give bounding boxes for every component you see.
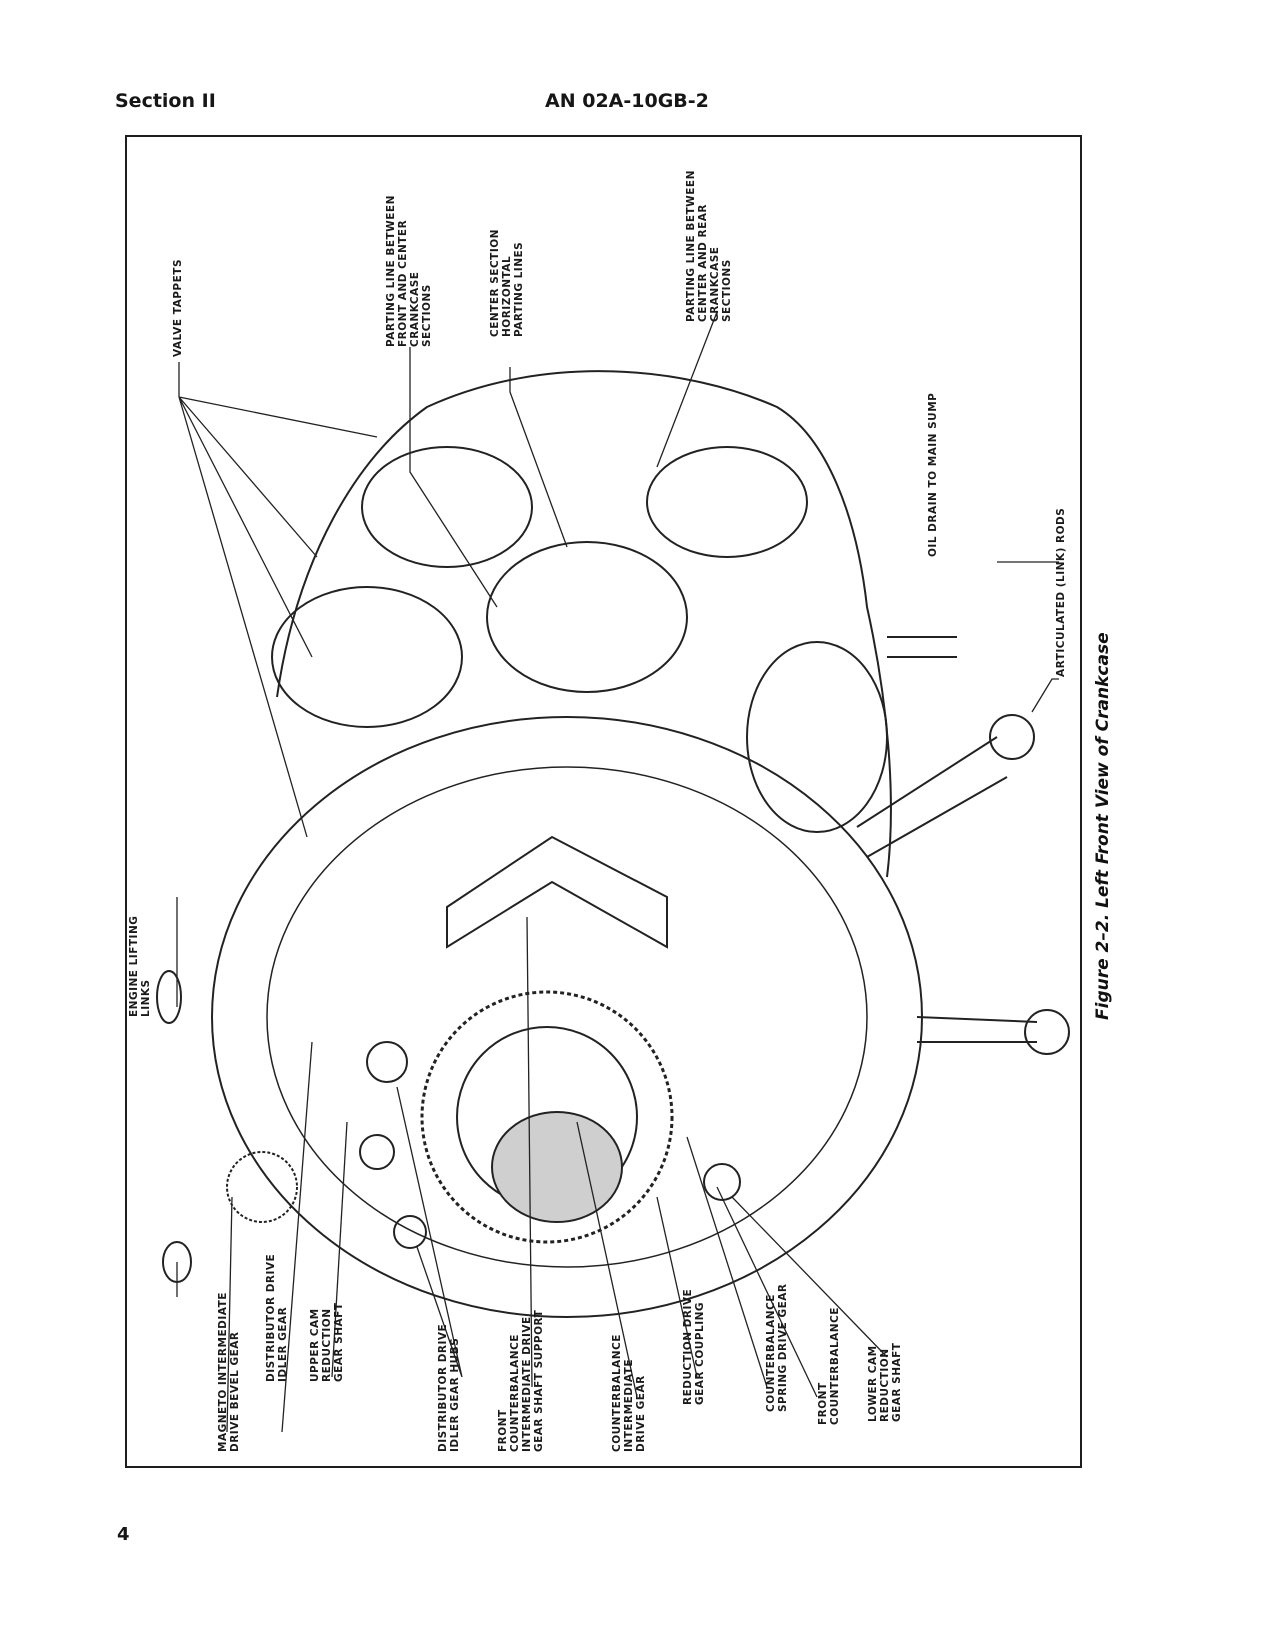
label-parting-center-rear: PARTING LINE BETWEEN CENTER AND REAR CRA… <box>685 170 733 322</box>
label-distributor-idler: DISTRIBUTOR DRIVE IDLER GEAR <box>265 1253 289 1382</box>
label-magneto-gear: MAGNETO INTERMEDIATE DRIVE BEVEL GEAR <box>217 1292 241 1452</box>
label-valve-tappets: VALVE TAPPETS <box>172 258 184 357</box>
label-front-cb: FRONT COUNTERBALANCE <box>817 1307 841 1425</box>
leader-lines <box>176 311 1059 1433</box>
document-number: AN 02A-10GB-2 <box>545 90 709 112</box>
cylinder-pad <box>746 641 888 833</box>
crankcase-illustration <box>156 311 1070 1433</box>
label-parting-front-center: PARTING LINE BETWEEN FRONT AND CENTER CR… <box>385 195 433 347</box>
gear-hub <box>393 1215 427 1249</box>
gear-hub <box>366 1041 408 1083</box>
label-articulated-rods: ARTICULATED (LINK) RODS <box>1055 507 1067 677</box>
figure-caption: Figure 2–2. Left Front View of Crankcase <box>1093 632 1113 1020</box>
label-oil-drain: OIL DRAIN TO MAIN SUMP <box>927 392 939 557</box>
label-lower-cam: LOWER CAM REDUCTION GEAR SHAFT <box>867 1342 903 1422</box>
magneto-bevel-gear <box>226 1151 298 1223</box>
reduction-gear <box>420 990 674 1244</box>
cylinder-pad <box>361 446 533 568</box>
label-distributor-hubs: DISTRIBUTOR DRIVE IDLER GEAR HUBS <box>437 1323 461 1452</box>
cylinder-pad <box>486 541 688 693</box>
label-front-cb-support: FRONT COUNTERBALANCE INTERMEDIATE DRIVE … <box>497 1309 545 1452</box>
cylinder-pad <box>646 446 808 558</box>
gear-hub <box>703 1163 741 1201</box>
label-cb-intermediate: COUNTERBALANCE INTERMEDIATE DRIVE GEAR <box>611 1334 647 1452</box>
oil-drain-pipe <box>887 636 957 658</box>
articulated-rod <box>916 1016 1038 1043</box>
figure-frame: VALVE TAPPETS PARTING LINE BETWEEN FRONT… <box>125 135 1082 1468</box>
lifting-link <box>156 970 182 1024</box>
articulated-rod-eye <box>989 714 1035 760</box>
label-cb-spring: COUNTERBALANCE SPRING DRIVE GEAR <box>765 1283 789 1412</box>
label-engine-lifting-links: ENGINE LIFTING LINKS <box>128 915 152 1017</box>
front-crankcase-inner <box>266 766 868 1268</box>
articulated-rod <box>856 736 1008 858</box>
gear-bore <box>491 1111 623 1223</box>
label-center-horizontal: CENTER SECTION HORIZONTAL PARTING LINES <box>489 229 525 337</box>
label-upper-cam: UPPER CAM REDUCTION GEAR SHAFT <box>309 1302 345 1382</box>
page-number: 4 <box>117 1524 130 1545</box>
crankcase-upper-outline <box>276 370 892 878</box>
gear-hub <box>359 1134 395 1170</box>
counterbalance-support <box>446 835 668 949</box>
label-reduction-coupling: REDUCTION DRIVE GEAR COUPLING <box>682 1288 706 1405</box>
section-heading: Section II <box>115 90 216 112</box>
front-crankcase <box>211 716 923 1318</box>
articulated-rod-eye <box>1024 1009 1070 1055</box>
cylinder-pad <box>271 586 463 728</box>
